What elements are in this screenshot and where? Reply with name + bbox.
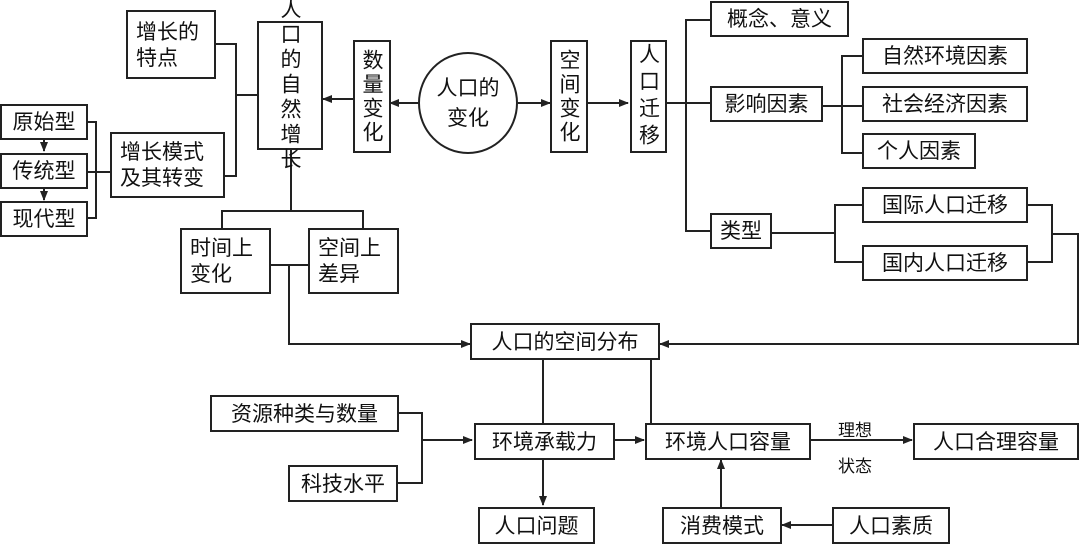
model-type-primitive: 原始型: [0, 104, 88, 140]
ideal-label-1: 理想: [838, 421, 872, 441]
factor-personal: 个人因素: [862, 133, 976, 169]
ideal-label-2: 状态: [838, 457, 872, 477]
resources-node: 资源种类与数量: [210, 395, 399, 432]
technology-node: 科技水平: [288, 465, 398, 502]
factor-socioeconomic: 社会经济因素: [862, 86, 1028, 122]
types-node: 类型: [710, 213, 772, 249]
arrow-migration-to-distribution: [659, 233, 1079, 348]
population-quality-node: 人口素质: [832, 507, 950, 544]
reasonable-capacity-node: 人口合理容量: [913, 423, 1079, 460]
carrying-capacity-node: 环境承载力: [474, 423, 615, 460]
space-change-node: 空间变化: [550, 40, 588, 153]
growth-features-node: 增长的 特点: [126, 10, 216, 79]
concept-node: 概念、意义: [710, 1, 849, 37]
model-type-modern: 现代型: [0, 201, 88, 237]
growth-model-node: 增长模式 及其转变: [110, 132, 225, 198]
type-international: 国际人口迁移: [862, 187, 1028, 223]
factor-natural: 自然环境因素: [862, 38, 1028, 74]
bracket-growth: [215, 43, 237, 177]
env-capacity-node: 环境人口容量: [645, 423, 811, 460]
factors-node: 影响因素: [710, 86, 823, 122]
population-problems-node: 人口问题: [478, 507, 595, 544]
consumption-node: 消费模式: [662, 507, 782, 544]
quantity-change-node: 数量变化: [353, 40, 391, 153]
type-domestic: 国内人口迁移: [862, 245, 1028, 281]
arrow-to-distribution: [288, 265, 471, 348]
migration-node: 人口迁移: [630, 40, 667, 153]
distribution-node: 人口的空间分布: [470, 323, 660, 360]
temporal-change-node: 时间上 变化: [180, 228, 271, 294]
model-type-traditional: 传统型: [0, 153, 88, 189]
natural-growth-node: 人口的自然增长: [257, 0, 323, 173]
spatial-difference-node: 空间上 差异: [308, 228, 399, 294]
center-node: 人口的 变化: [418, 52, 518, 154]
